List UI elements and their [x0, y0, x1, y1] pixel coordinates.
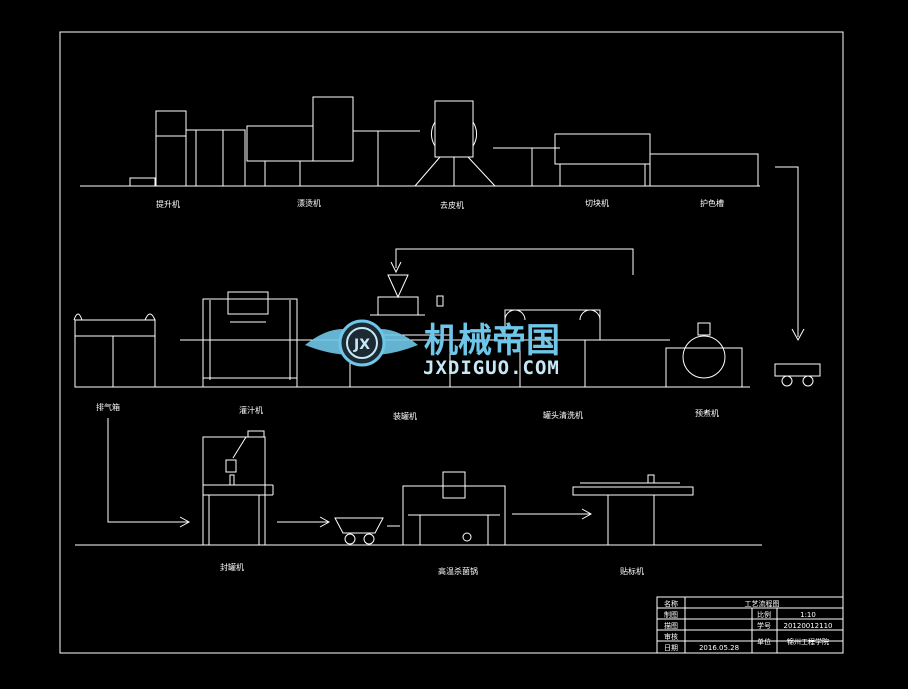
tb-date-value: 2016.05.28 [699, 644, 739, 652]
flow-arrow-6 [512, 508, 593, 520]
flow-arrow-2 [390, 248, 634, 275]
can-sealing-machine [202, 430, 274, 546]
tb-traced-label: 描图 [664, 621, 678, 630]
exhaust-box [73, 313, 156, 388]
dicing-machine [493, 133, 651, 186]
tb-unit-label: 单位 [757, 637, 771, 646]
label-exhaust-box: 排气箱 [96, 402, 120, 412]
labeling-machine [572, 474, 694, 546]
precooking-machine [665, 322, 743, 388]
tb-drawing-title: 工艺流程图 [745, 599, 780, 608]
label-color-tank: 护色槽 [700, 198, 724, 208]
tb-date-label: 日期 [664, 644, 678, 652]
tb-scale-label: 比例 [757, 610, 771, 619]
label-can-filler: 装罐机 [393, 411, 417, 421]
tb-scale-value: 1:10 [800, 611, 816, 619]
tb-review-label: 审核 [664, 632, 678, 641]
flow-arrow-3 [107, 418, 191, 528]
label-can-sealer: 封罐机 [220, 562, 244, 572]
peeling-machine [414, 100, 496, 187]
flow-arrow-1 [774, 166, 821, 387]
drawing-frame [59, 31, 844, 654]
tb-drawn-label: 制图 [664, 610, 678, 619]
label-elevator: 提升机 [156, 199, 180, 209]
elevator-machine [129, 110, 245, 187]
label-labeler: 贴标机 [620, 566, 644, 576]
label-can-washer: 罐头清洗机 [543, 410, 583, 420]
label-blancher: 漂烫机 [297, 198, 321, 208]
watermark-badge: JX [353, 337, 370, 353]
color-protection-tank [649, 153, 759, 187]
watermark-logo [305, 319, 418, 367]
label-precooker: 预煮机 [695, 408, 719, 418]
label-peeler: 去皮机 [440, 200, 464, 210]
label-juice-filler: 灌汁机 [239, 405, 263, 415]
tb-unit-value: 锦州工程学院 [787, 637, 829, 646]
title-block [656, 596, 844, 654]
blanching-machine [222, 96, 420, 187]
watermark-site: JXDIGUO.COM [423, 357, 560, 379]
tb-student-no-value: 20120012110 [784, 622, 833, 630]
tb-student-no-label: 学号 [757, 621, 771, 630]
transfer-cart [334, 517, 384, 545]
tb-name-label: 名称 [664, 599, 678, 608]
label-dicer: 切块机 [585, 198, 609, 208]
flow-arrow-4 [277, 516, 331, 528]
watermark-title: 机械帝国 [424, 321, 560, 361]
high-temp-sterilizer [402, 471, 506, 546]
label-sterilizer: 高温杀菌锅 [438, 566, 478, 576]
